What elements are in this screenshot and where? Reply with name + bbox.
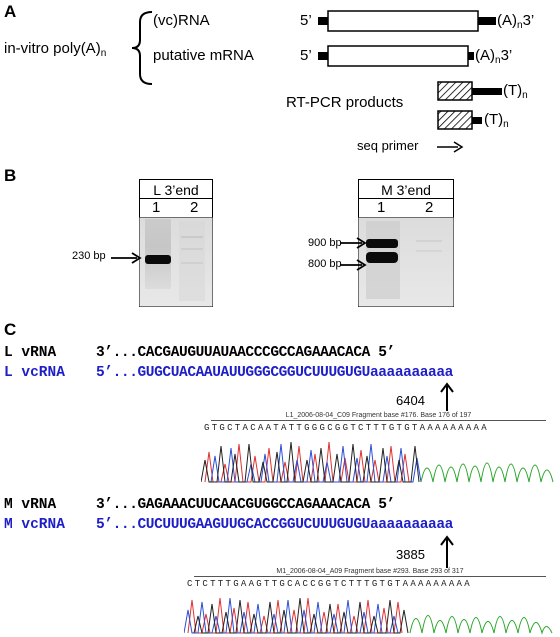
gel-l-lane-2: 2 [190,199,199,216]
gel-m-band-900 [366,239,398,248]
rtpcr-tail-label-1: (T)n [503,82,528,101]
rna-diagram [318,10,502,130]
m-vrna-name: M vRNA [4,497,57,513]
rtpcr-product-1-hatch [437,81,473,101]
vcrna-body [327,10,479,32]
rtpcr-tail-label-2: (T)n [484,111,509,130]
gel-m-image [358,217,454,307]
m-position-arrow-icon [440,535,454,568]
mrna-tail-label: (A)n3’ [475,47,512,66]
in-vitro-text: in-vitro poly(A) [4,40,101,57]
mrna-label: putative mRNA [153,47,254,64]
m-chromatogram [184,597,553,635]
m-trace-seq: CTCTTTGAAGTTGCACCGGTCTTTGTGTAAAAAAAAA [187,579,472,589]
l-position-arrow-icon [440,382,454,411]
l-vcrna-seq: 5’...GUGCUACAAUAUUGGGCGGUCUUUGUGUaaaaaaa… [96,365,453,381]
seq-primer-arrow-icon [437,141,464,153]
m-position-label: 3885 [396,547,425,562]
l-vrna-seq: 3’...CACGAUGUUAUAACCCGCCAGAAACACA 5’ [96,345,395,361]
gel-m-lane-1: 1 [377,199,386,216]
bracket-shape [131,11,153,85]
tail-a-text: (A) [475,47,495,64]
m-vrna-seq: 3’...GAGAAACUUCAACGUGGCCAGAAACACA 5’ [96,497,395,513]
gel-l-marker-arrow-icon [111,252,142,264]
l-position-label: 6404 [396,393,425,408]
vcrna-leader [318,17,328,25]
l-vcrna-name: L vcRNA [4,365,65,381]
m-trace-box: M1_2006-08-04_A09 Fragment base #293. Ba… [184,568,556,635]
panel-a-letter: A [4,2,17,21]
tail-t-sub: n [522,90,528,101]
mrna-five-prime: 5’ [300,47,312,64]
l-trace-seq: GTGCTACAATATTGGGCGGTCTTTGTGTAAAAAAAAA [204,423,489,433]
tail-t-text: (T) [484,111,504,128]
in-vitro-subscript: n [100,48,107,59]
gel-m-marker-800: 800 bp [308,258,342,270]
gel-l-lanes: 1 2 [139,198,213,218]
gel-l-lane-1: 1 [152,199,161,216]
gel-l-marker-230: 230 bp [72,250,106,262]
tail-t-sub: n [503,119,509,130]
vcrna-five-prime: 5’ [300,12,312,29]
mrna-tail [468,52,474,60]
mrna-body [327,45,469,67]
m-vcrna-name: M vcRNA [4,517,65,533]
gel-l-band-230 [145,255,171,264]
rtpcr-product-2-tail [472,117,482,124]
mrna-leader [318,52,328,60]
three-prime-text: 3’ [500,47,513,64]
tail-t-text: (T) [503,82,523,99]
gel-l-image [139,217,213,307]
l-trace-header: L1_2006-08-04_C09 Fragment base #176. Ba… [211,412,546,421]
gel-m-band-800 [366,252,398,263]
l-chromatogram [201,441,554,483]
gel-m-marker-arrows-icon [340,237,367,271]
m-vcrna-seq: 5’...CUCUUUGAAGUUGCACCGGUCUUUGUGUaaaaaaa… [96,517,453,533]
rtpcr-label: RT-PCR products [286,94,404,111]
seq-primer-label: seq primer [357,138,419,153]
three-prime-text: 3’ [522,12,535,29]
gel-m-marker-900: 900 bp [308,237,342,249]
tail-a-text: (A) [497,12,517,29]
l-trace-box: L1_2006-08-04_C09 Fragment base #176. Ba… [201,412,556,484]
vcrna-tail [478,17,496,25]
l-vrna-name: L vRNA [4,345,57,361]
gel-m-lane-2: 2 [425,199,434,216]
rtpcr-product-1-tail [472,88,502,95]
in-vitro-polya-label: in-vitro poly(A)n [4,40,106,59]
panel-b-letter: B [4,166,17,185]
m-trace-header: M1_2006-08-04_A09 Fragment base #293. Ba… [194,568,546,577]
vcrna-label: (vc)RNA [153,12,210,29]
panel-c-letter: C [4,320,17,339]
vcrna-tail-label: (A)n3’ [497,12,534,31]
tail-a-sub: n [495,55,501,66]
rtpcr-product-2-hatch [437,110,473,130]
tail-a-sub: n [517,20,523,31]
gel-m-lanes: 1 2 [358,198,454,218]
